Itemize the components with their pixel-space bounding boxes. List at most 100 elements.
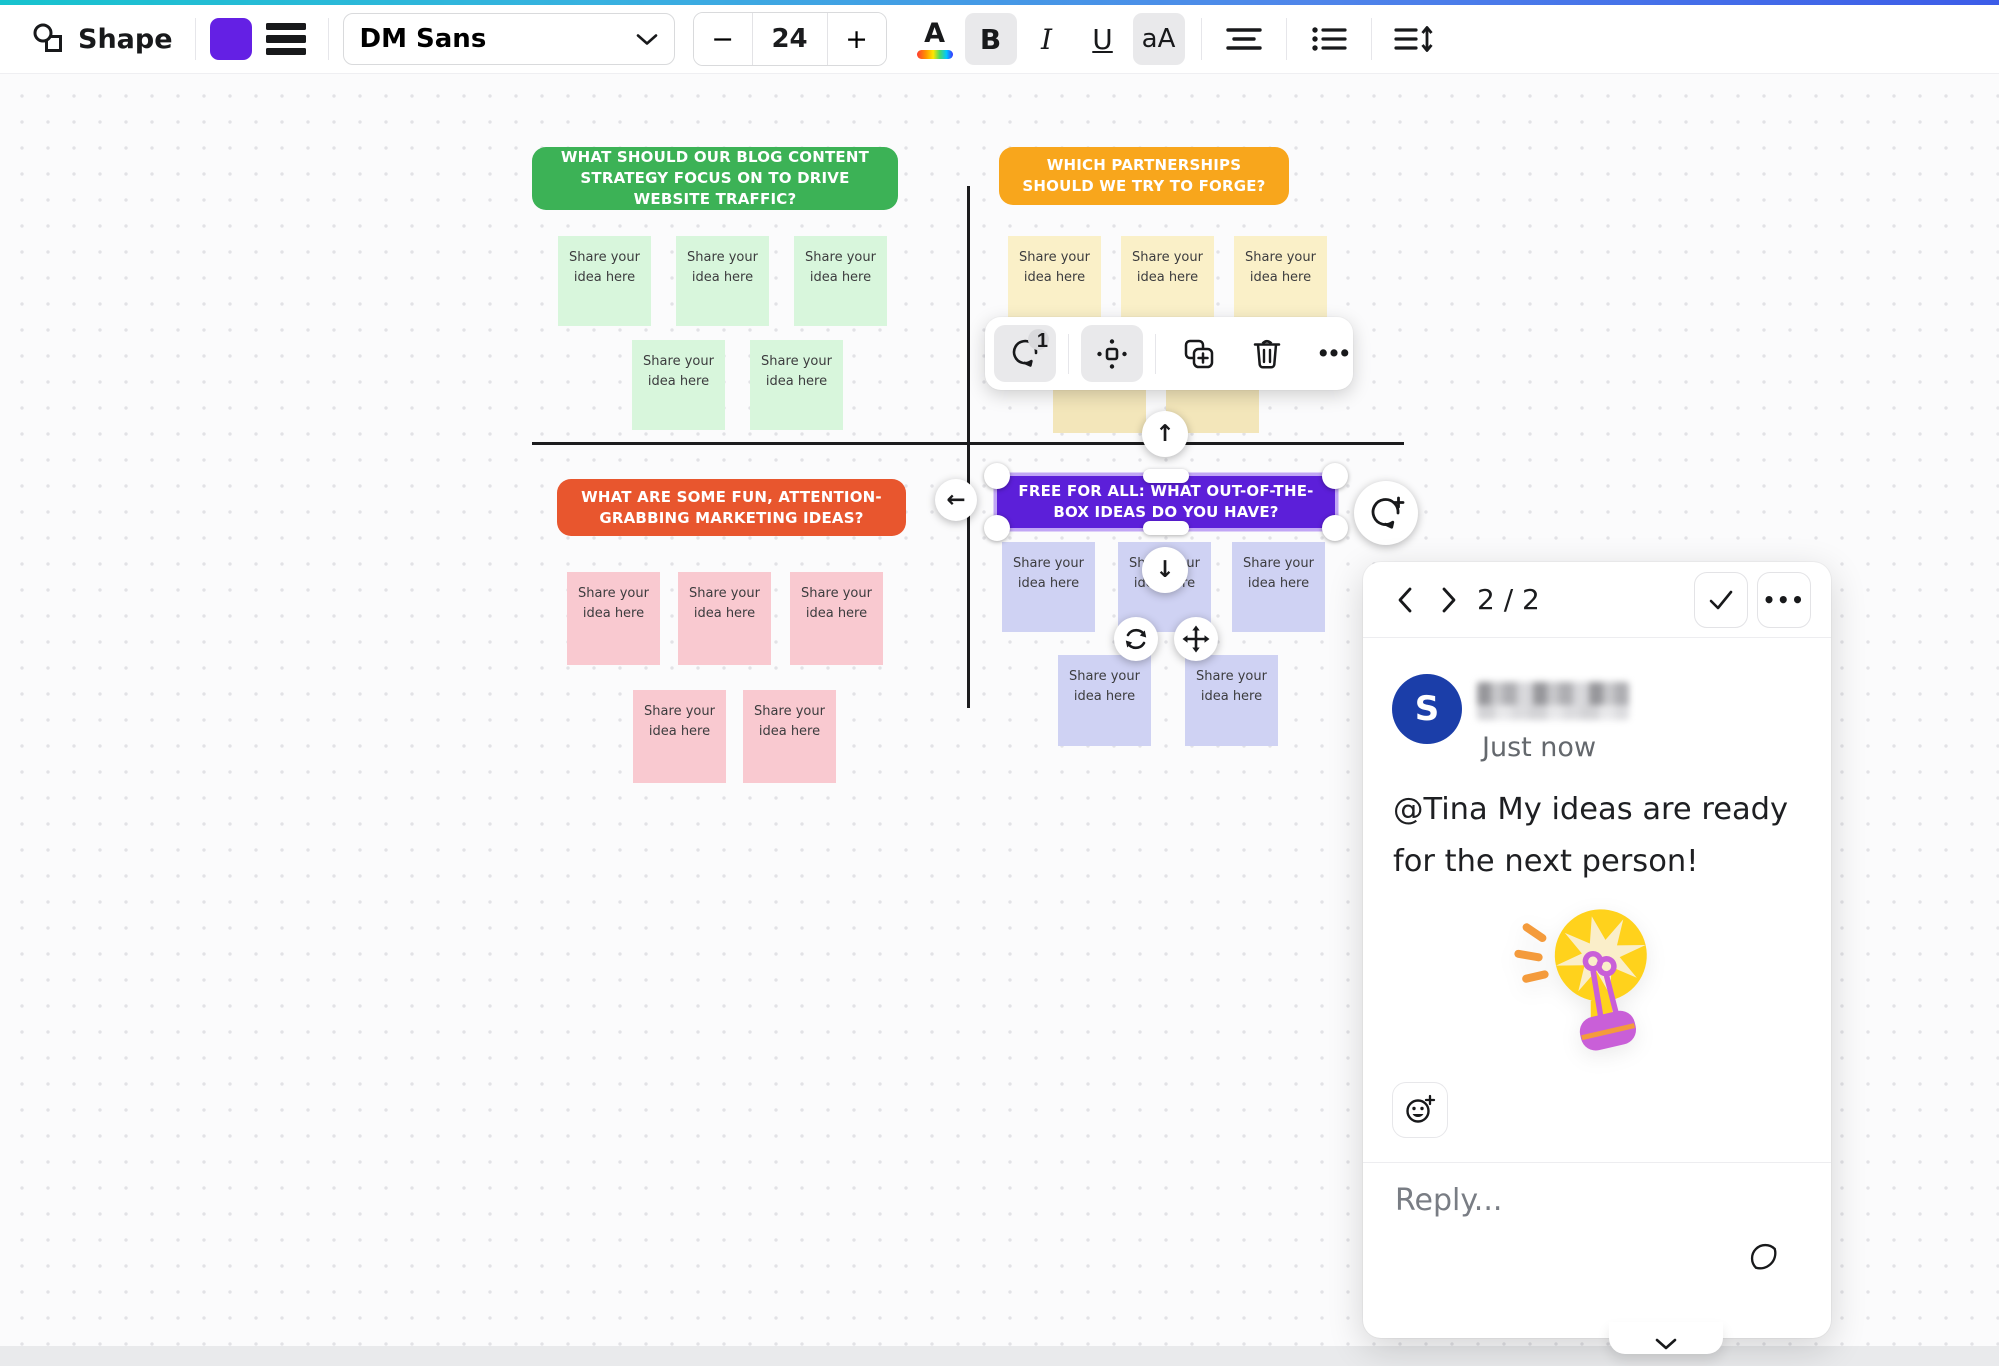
font-size-increase-button[interactable]: + [827,13,886,65]
comment-more-button[interactable]: ••• [1757,571,1811,628]
quadrant-header-marketing-ideas[interactable]: WHAT ARE SOME FUN, ATTENTION-GRABBING MA… [557,479,906,536]
chevron-right-icon [1442,587,1456,612]
sticky-note-purple[interactable]: Share your idea here [1185,655,1278,746]
move-handle[interactable] [1174,617,1218,661]
font-size-value: 24 [751,13,828,65]
nudge-down-button[interactable]: ↓ [1142,547,1188,593]
sticky-note-purple[interactable]: Share your idea here [1002,542,1095,632]
comment-timestamp: Just now [1482,732,1597,763]
rotate-handle[interactable] [1114,617,1158,661]
comment-panel-actions: ••• [1694,571,1811,628]
comment-plus-icon [1371,496,1405,529]
bullet-list-button[interactable] [1303,13,1355,65]
italic-button[interactable]: I [1021,13,1073,65]
comment-message: @Tina My ideas are ready for the next pe… [1393,792,1789,880]
resize-handle-bottom-left[interactable] [984,515,1010,541]
underline-button[interactable]: U [1077,13,1129,65]
fill-color-swatch[interactable] [209,18,252,60]
sticky-note-pink[interactable]: Share your idea here [633,690,726,783]
emoji-add-icon [1406,1094,1436,1123]
arrow-up-icon: ↑ [1155,421,1175,447]
sticker-button[interactable] [1741,1234,1787,1280]
sticky-note-green[interactable]: Share your idea here [558,236,651,326]
ellipsis-icon: ••• [1762,587,1806,612]
add-comment-button[interactable] [1354,481,1418,545]
text-case-button[interactable]: aA [1132,13,1185,65]
font-size-stepper: − 24 + [692,12,887,66]
formatting-toolbar: Shape DM Sans − 24 + A B I U aA [0,5,1999,74]
selection-toolbar: 1 [985,317,1353,390]
chevron-down-icon [1655,1338,1677,1350]
sticky-note-green[interactable]: Share your idea here [794,236,887,326]
duplicate-button[interactable] [1168,325,1230,382]
bullet-list-icon [1311,27,1347,51]
resize-handle-bottom-right[interactable] [1322,515,1348,541]
sticky-note-purple[interactable]: Share your idea here [1058,655,1151,746]
move-icon [1182,625,1210,653]
nudge-left-button[interactable]: ← [935,479,977,521]
resize-handle-bottom[interactable] [1143,521,1189,535]
avatar: S [1392,674,1462,744]
sticky-note-green[interactable]: Share your idea here [632,340,725,430]
sticky-note-green[interactable]: Share your idea here [750,340,843,430]
ellipsis-icon: ••• [1318,339,1352,367]
resize-handle-top[interactable] [1143,469,1189,483]
quadrant-header-partnerships[interactable]: WHICH PARTNERSHIPS SHOULD WE TRY TO FORG… [999,147,1289,205]
stroke-weight-button[interactable] [258,17,314,62]
toolbar-divider [1068,333,1069,374]
font-size-decrease-button[interactable]: − [693,13,752,65]
line-spacing-button[interactable] [1388,13,1440,65]
censored-author-name [1477,682,1629,720]
check-icon [1709,590,1733,609]
comment-panel-header: 2 / 2 ••• [1363,562,1831,638]
comment-count-badge: 1 [1027,329,1050,352]
reply-input[interactable] [1393,1182,1747,1219]
comment-pagination: 2 / 2 [1477,583,1540,616]
sticky-note-yellow[interactable]: Share your idea here [1008,236,1101,326]
nudge-up-button[interactable]: ↑ [1142,411,1188,457]
toolbar-divider [1155,333,1156,374]
text-color-button[interactable]: A [909,13,961,65]
sticky-note-pink[interactable]: Share your idea here [678,572,771,665]
quadrant-header-blog-strategy[interactable]: WHAT SHOULD OUR BLOG CONTENT STRATEGY FO… [532,147,898,210]
quadrant-header-free-for-all[interactable]: FREE FOR ALL: WHAT OUT-OF-THE-BOX IDEAS … [997,476,1335,528]
chevron-left-icon [1398,587,1412,612]
bold-button[interactable]: B [964,13,1017,65]
stroke-weight-icon [265,22,306,56]
sticky-note-yellow[interactable]: Share your idea here [1121,236,1214,326]
more-options-button[interactable]: ••• [1304,325,1366,382]
position-button[interactable] [1081,325,1143,382]
trash-icon [1253,339,1281,368]
arrow-left-icon: ← [946,487,966,513]
next-comment-button[interactable] [1427,578,1471,622]
position-icon [1097,338,1127,369]
sticky-note-yellow[interactable]: Share your idea here [1234,236,1327,326]
font-family-select[interactable]: DM Sans [342,13,675,65]
toolbar-divider [1370,18,1372,60]
sticky-note-pink[interactable]: Share your idea here [790,572,883,665]
align-center-icon [1225,28,1262,50]
sticky-note-green[interactable]: Share your idea here [676,236,769,326]
top-accent-bar [0,0,1999,5]
shape-button[interactable]: Shape [24,16,181,62]
toolbar-divider [1285,18,1287,60]
sticky-note-pink[interactable]: Share your idea here [567,572,660,665]
resize-handle-top-left[interactable] [984,463,1010,489]
resolve-comment-button[interactable] [1694,571,1748,628]
previous-comment-button[interactable] [1383,578,1427,622]
resize-handle-top-right[interactable] [1322,463,1348,489]
sticky-note-pink[interactable]: Share your idea here [743,690,836,783]
delete-button[interactable] [1236,325,1298,382]
arrow-down-icon: ↓ [1155,557,1175,583]
comment-button[interactable]: 1 [994,325,1056,382]
line-spacing-icon [1393,26,1433,52]
text-align-button[interactable] [1218,13,1270,65]
add-reaction-button[interactable] [1392,1082,1448,1138]
sticky-note-purple[interactable]: Share your idea here [1232,542,1325,632]
shape-label: Shape [78,23,173,55]
lightbulb-sticker [1514,909,1647,1051]
scroll-down-tab[interactable] [1609,1322,1723,1354]
quadrant-axis-vertical [967,186,970,708]
toolbar-divider [1200,18,1202,60]
